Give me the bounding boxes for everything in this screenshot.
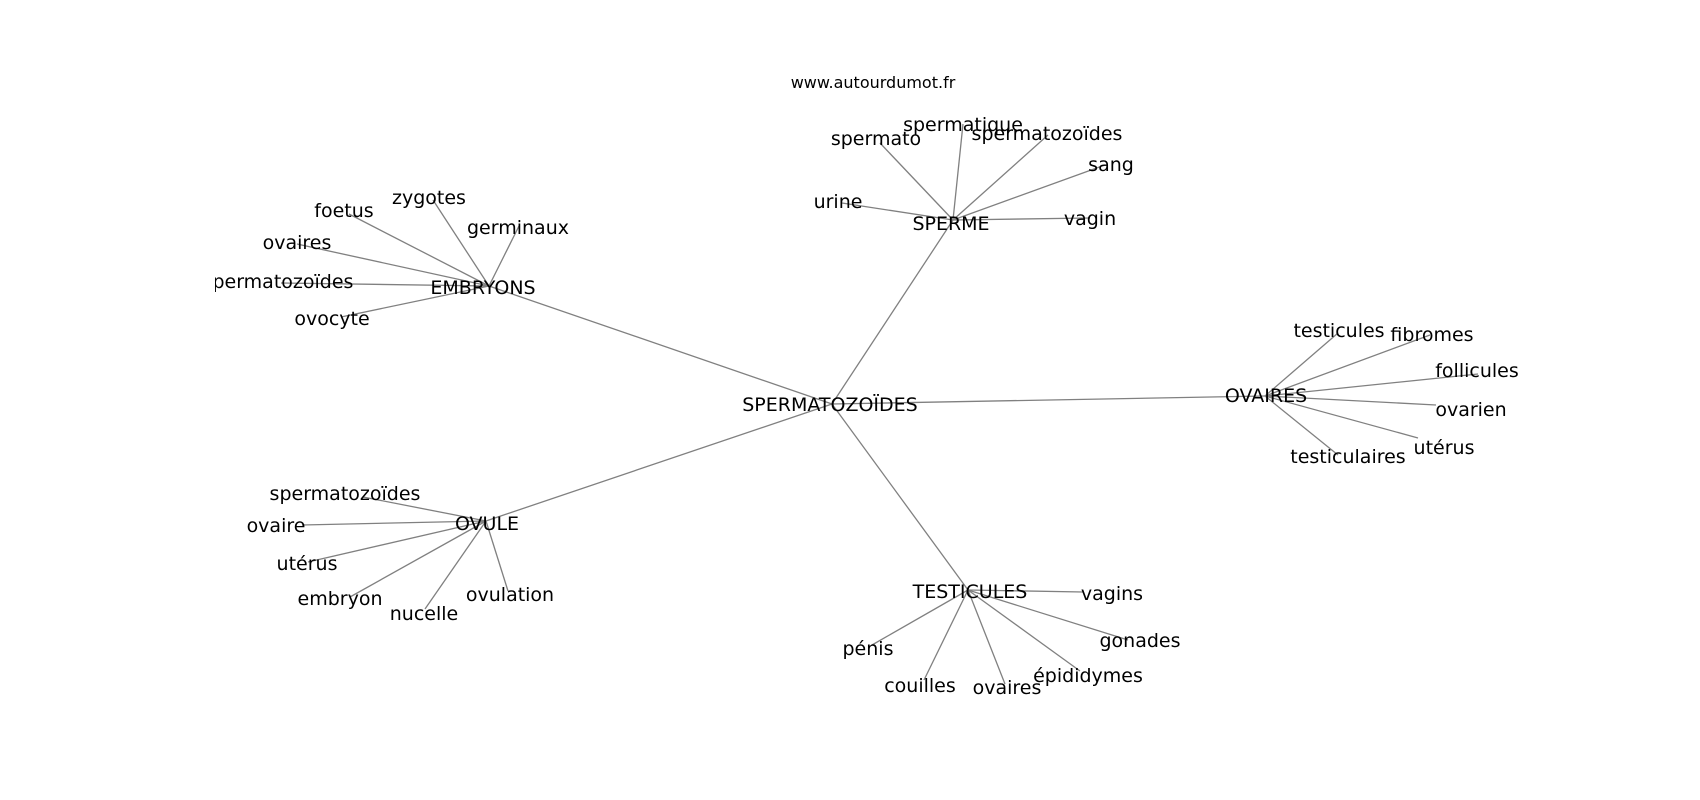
node-label-ovaires-uterus: utérus bbox=[1414, 437, 1475, 459]
edge-sperme-sang bbox=[952, 164, 1106, 221]
edge-ovaires-ovarien bbox=[1264, 395, 1437, 406]
node-label-sperme-spermatique: spermatique bbox=[903, 114, 1023, 136]
node-label-hub-testicules: TESTICULES bbox=[912, 581, 1028, 603]
edge-center-embryons bbox=[488, 285, 833, 405]
edge-ovule-uterus bbox=[307, 520, 487, 563]
edge-sperme-spermato bbox=[879, 142, 954, 221]
node-label-ovaires-testicules: testicules bbox=[1293, 320, 1384, 342]
node-label-testicules-penis: pénis bbox=[843, 638, 894, 660]
node-label-sperme-sang: sang bbox=[1088, 154, 1134, 176]
node-label-testicules-vagins: vagins bbox=[1081, 583, 1143, 605]
labels-layer: SPERMATOZOÏDESSPERMEurinespermatospermat… bbox=[203, 114, 1519, 699]
edge-ovule-spermatozoides bbox=[362, 496, 487, 522]
edge-ovule-nucelle bbox=[424, 520, 487, 610]
node-label-sperme-spermato: spermato bbox=[831, 128, 921, 150]
node-label-embryons-zygotes: zygotes bbox=[392, 187, 466, 209]
node-label-embryons-germinaux: germinaux bbox=[467, 217, 569, 239]
node-label-testicules-ovaires: ovaires bbox=[973, 677, 1042, 699]
edge-testicules-epididymes bbox=[967, 589, 1081, 672]
edge-center-testicules bbox=[831, 403, 969, 591]
node-label-hub-ovaires: OVAIRES bbox=[1225, 385, 1307, 407]
edge-embryons-spermatozoides bbox=[280, 282, 490, 287]
node-label-hub-ovule: OVULE bbox=[455, 513, 519, 535]
node-label-ovule-ovaire: ovaire bbox=[247, 515, 306, 537]
edge-center-ovaires bbox=[831, 395, 1266, 405]
node-label-testicules-epididymes: épididymes bbox=[1033, 665, 1143, 687]
node-label-sperme-urine: urine bbox=[814, 191, 863, 213]
edge-center-sperme bbox=[831, 219, 954, 405]
node-label-ovaires-ovarien: ovarien bbox=[1435, 399, 1506, 421]
node-label-ovule-ovulation: ovulation bbox=[466, 584, 554, 606]
edge-embryons-ovaires bbox=[296, 243, 490, 287]
edge-ovaires-testicules bbox=[1264, 332, 1339, 397]
node-label-center: SPERMATOZOÏDES bbox=[742, 393, 917, 416]
edge-sperme-vagin bbox=[952, 217, 1091, 221]
source-label: www.autourdumot.fr bbox=[791, 73, 956, 92]
node-label-ovule-uterus: utérus bbox=[277, 553, 338, 575]
edge-ovule-ovaire bbox=[301, 520, 487, 526]
node-label-ovaires-testiculaires: testiculaires bbox=[1290, 446, 1405, 468]
edge-ovaires-follicules bbox=[1264, 373, 1479, 397]
edge-testicules-penis bbox=[871, 589, 969, 646]
edge-center-ovule bbox=[485, 403, 833, 522]
node-label-ovule-spermatozoides: spermatozoïdes bbox=[270, 483, 421, 505]
edge-sperme-spermatique bbox=[952, 123, 964, 221]
node-label-embryons-foetus: foetus bbox=[314, 200, 373, 222]
node-label-embryons-spermatozoides: spermatozoïdes bbox=[203, 271, 354, 293]
node-label-ovaires-fibromes: fibromes bbox=[1390, 324, 1473, 346]
edge-sperme-spermatozoides bbox=[952, 134, 1049, 221]
edge-sperme-urine bbox=[841, 202, 954, 221]
edge-embryons-germinaux bbox=[488, 225, 520, 287]
edge-embryons-foetus bbox=[348, 213, 490, 287]
node-label-hub-sperme: SPERME bbox=[912, 213, 989, 235]
network-plot: SPERMATOZOÏDESSPERMEurinespermatospermat… bbox=[203, 114, 1519, 699]
edge-testicules-ovaires bbox=[967, 589, 1006, 685]
node-label-ovule-embryon: embryon bbox=[298, 588, 383, 610]
edge-ovule-ovulation bbox=[485, 520, 509, 592]
node-label-embryons-ovaires: ovaires bbox=[263, 232, 332, 254]
edge-testicules-vagins bbox=[967, 589, 1084, 593]
edge-embryons-ovocyte bbox=[340, 285, 490, 318]
node-label-sperme-spermatozoides: spermatozoïdes bbox=[972, 123, 1123, 145]
node-label-sperme-vagin: vagin bbox=[1064, 208, 1116, 230]
node-label-ovaires-follicules: follicules bbox=[1435, 360, 1519, 382]
edge-ovule-embryon bbox=[349, 520, 487, 598]
node-label-embryons-ovocyte: ovocyte bbox=[294, 308, 369, 330]
edges-layer bbox=[280, 123, 1479, 685]
node-label-testicules-gonades: gonades bbox=[1099, 630, 1180, 652]
node-label-hub-embryons: EMBRYONS bbox=[430, 277, 535, 299]
edge-ovaires-fibromes bbox=[1264, 334, 1431, 397]
edge-testicules-gonades bbox=[967, 589, 1129, 641]
edge-ovaires-testiculaires bbox=[1264, 395, 1339, 456]
edge-testicules-couilles bbox=[923, 589, 969, 681]
edge-ovaires-uterus bbox=[1264, 395, 1419, 439]
edge-embryons-zygotes bbox=[432, 199, 490, 287]
node-label-ovule-nucelle: nucelle bbox=[390, 603, 458, 625]
node-label-testicules-couilles: couilles bbox=[884, 675, 956, 697]
